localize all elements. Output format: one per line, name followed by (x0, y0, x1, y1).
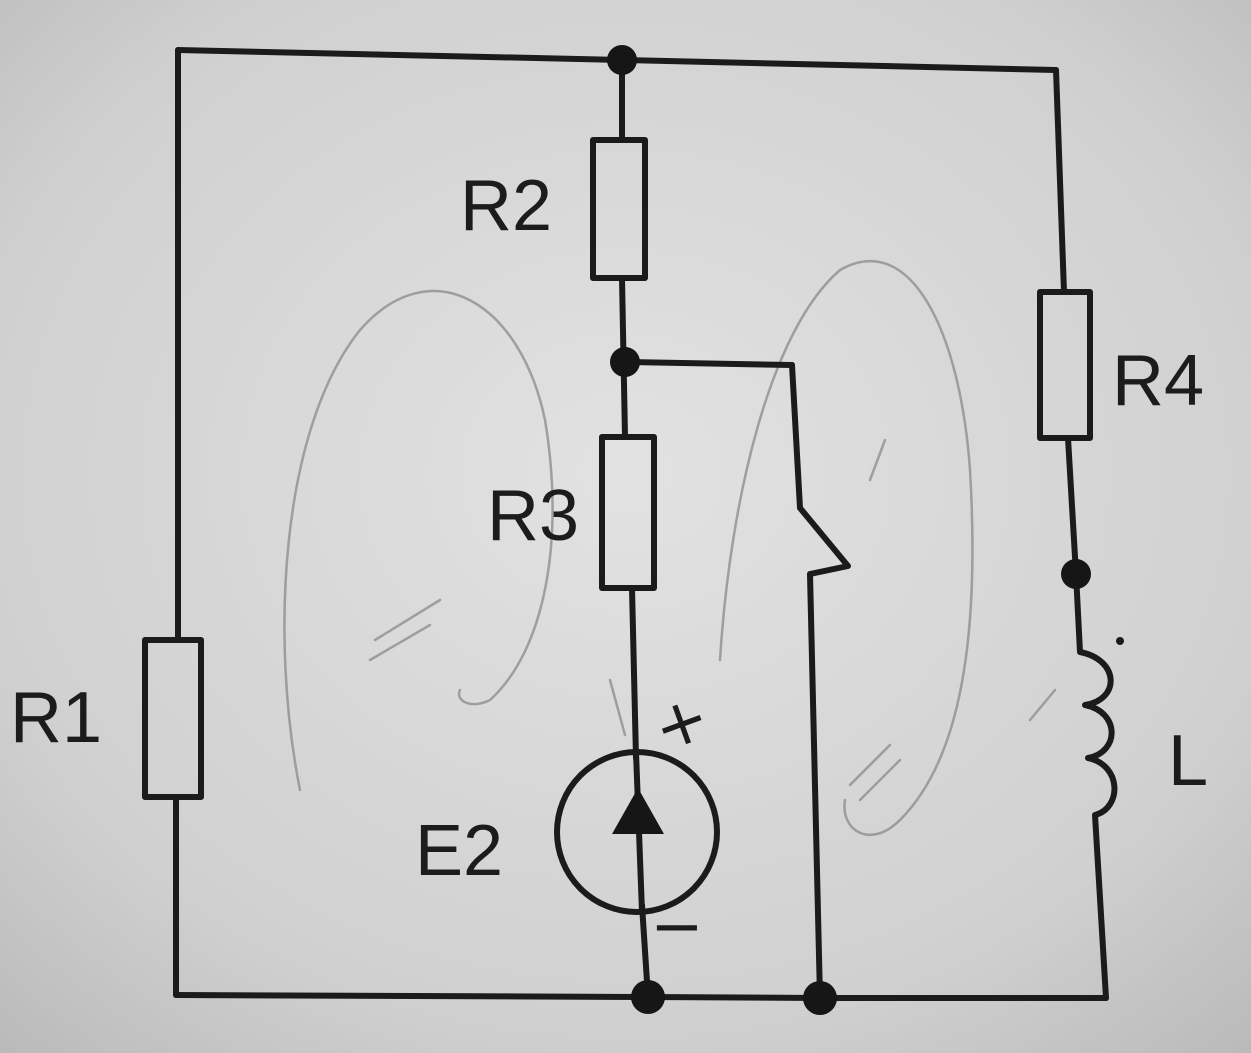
wires (173, 47, 1109, 1001)
wire-right-top (1053, 67, 1067, 295)
inductor-dot-marker (1116, 637, 1124, 645)
wire-middle-vertical (789, 362, 823, 1001)
junctions (607, 45, 1091, 1015)
junction-bottom-left (631, 980, 665, 1014)
label-r4: R4 (1112, 341, 1204, 421)
wire-r4-node (1065, 435, 1079, 577)
label-r1: R1 (10, 678, 102, 758)
label-r3: R3 (487, 476, 579, 556)
resistor-r1 (142, 637, 204, 800)
resistor-r2 (590, 137, 648, 281)
pencil-stroke-e2 (608, 678, 627, 737)
wire-bottom (173, 992, 1109, 1001)
pencil-stroke-inductor (1028, 688, 1057, 722)
switch-symbol (797, 506, 851, 577)
junction-top (607, 45, 637, 75)
inductor-coil (1079, 649, 1118, 818)
pencil-annotations (283, 259, 1057, 837)
source-arrow-icon (612, 788, 664, 834)
pencil-arrow-right (848, 438, 902, 802)
voltage-source-e2 (554, 749, 720, 915)
resistor-r4 (1037, 289, 1093, 441)
wire-r3-source (629, 585, 639, 761)
wire-inductor-bottom (1092, 812, 1109, 1001)
pencil-loop-right (718, 259, 974, 837)
wire-middle-horizontal (622, 359, 795, 368)
junction-right (1061, 559, 1091, 589)
resistor-r3 (599, 434, 657, 591)
pencil-loop-left (283, 289, 554, 792)
pencil-arrow-left (368, 598, 442, 662)
junction-bottom-right (803, 981, 837, 1015)
label-e2: E2 (415, 811, 503, 891)
junction-middle (610, 347, 640, 377)
polarity-minus: − (650, 890, 704, 964)
label-r2: R2 (460, 166, 552, 246)
label-inductor: L (1168, 721, 1208, 801)
